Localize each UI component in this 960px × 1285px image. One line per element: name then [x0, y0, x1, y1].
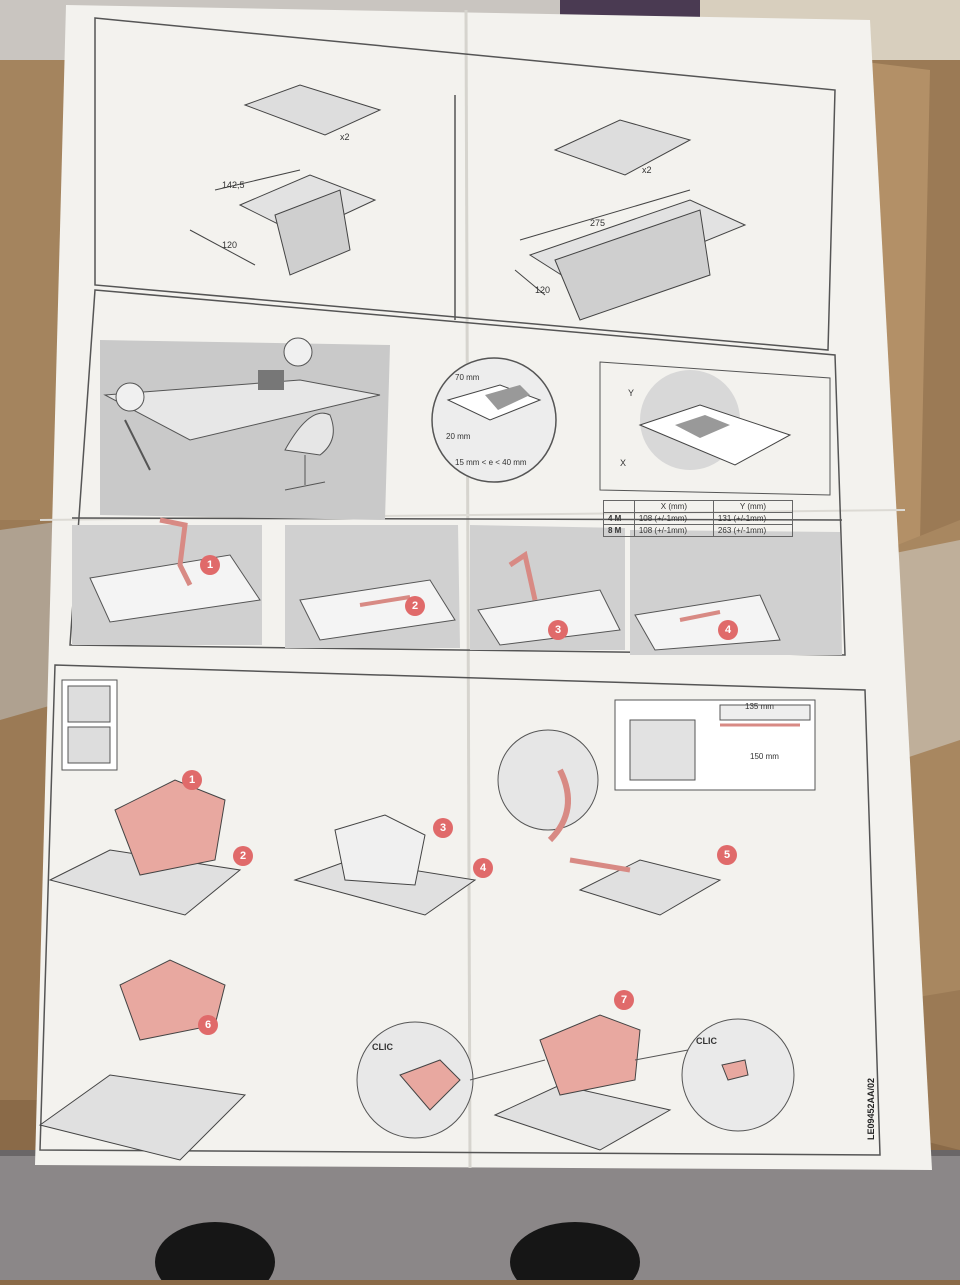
install-step-badge: 1 — [200, 555, 220, 575]
assembly-step-badge: 4 — [473, 858, 493, 878]
assembly-step-badge: 7 — [614, 990, 634, 1010]
depth-label-single: 120 — [222, 240, 238, 250]
table-cell: 263 (+/-1mm) — [712, 524, 794, 537]
total-length-label: 150 mm — [750, 752, 779, 761]
axis-y-label: Y — [628, 388, 635, 398]
cutout-table: X (mm) Y (mm) 4 M 108 (+/-1mm) 131 (+/-1… — [603, 500, 794, 537]
thickness-min-label: 20 mm — [446, 432, 471, 441]
clic-label-left: CLIC — [372, 1042, 393, 1052]
table-row: 4 M 108 (+/-1mm) 131 (+/-1mm) — [603, 512, 794, 525]
panel-dimensions — [94, 17, 836, 351]
table-cell: 108 (+/-1mm) — [633, 524, 714, 537]
table-header-cell — [603, 500, 635, 513]
qty-label-single: x2 — [340, 132, 350, 142]
hole-offset-label: 70 mm — [455, 373, 480, 382]
table-cell: 8 M — [603, 524, 635, 537]
table-header-cell: Y (mm) — [712, 500, 794, 513]
table-header-row: X (mm) Y (mm) — [603, 500, 794, 513]
panel-assembly — [39, 664, 881, 1156]
document-id: LE09452AA/02 — [866, 1077, 876, 1140]
install-step-badge: 4 — [718, 620, 738, 640]
assembly-step-badge: 1 — [182, 770, 202, 790]
table-row: 8 M 108 (+/-1mm) 263 (+/-1mm) — [603, 524, 794, 537]
table-cell: 4 M — [603, 512, 635, 525]
axis-x-label: X — [620, 458, 627, 468]
thickness-range-label: 15 mm < e < 40 mm — [455, 458, 527, 467]
assembly-step-badge: 3 — [433, 818, 453, 838]
assembly-step-badge: 5 — [717, 845, 737, 865]
clic-label-right: CLIC — [696, 1036, 717, 1046]
install-step-badge: 2 — [405, 596, 425, 616]
assembly-step-badge: 6 — [198, 1015, 218, 1035]
table-cell: 108 (+/-1mm) — [633, 512, 714, 525]
qty-label-double: x2 — [642, 165, 652, 175]
strip-length-label: 135 mm — [745, 702, 774, 711]
assembly-step-badge: 2 — [233, 846, 253, 866]
depth-label-double: 120 — [535, 285, 551, 295]
table-header-cell: X (mm) — [633, 500, 714, 513]
install-step-badge: 3 — [548, 620, 568, 640]
width-label-single: 142,5 — [222, 180, 245, 190]
table-cell: 131 (+/-1mm) — [712, 512, 794, 525]
width-label-double: 275 — [590, 218, 606, 228]
